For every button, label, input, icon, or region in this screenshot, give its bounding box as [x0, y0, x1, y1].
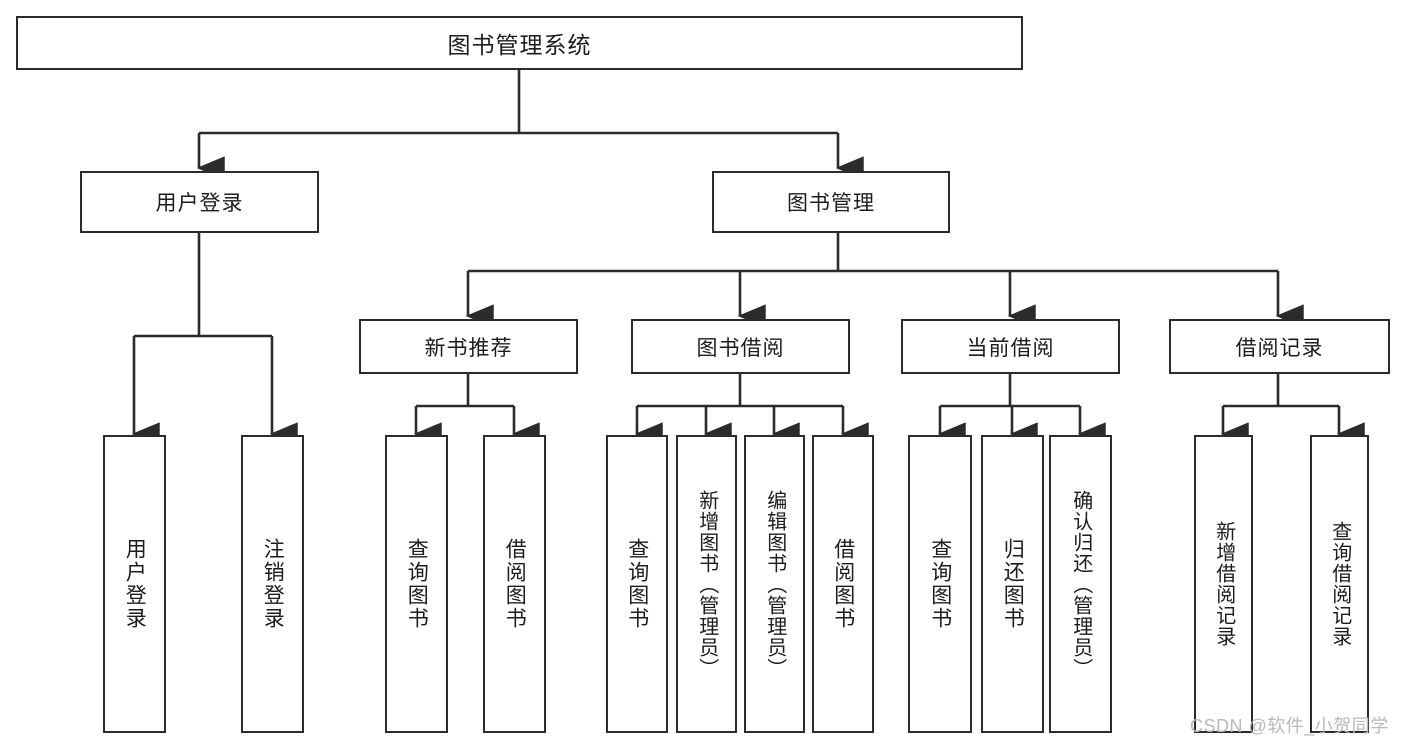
leaf-current-borrow-3[interactable]: 确认归还（管理员）	[1049, 435, 1112, 733]
node-user-login-label: 用户登录	[155, 192, 244, 215]
node-current-borrow-label: 当前借阅	[966, 336, 1055, 360]
leaf-new-book-recommend-1[interactable]: 查询图书	[385, 435, 448, 733]
node-borrow-record-label: 借阅记录	[1235, 336, 1324, 360]
leaf-label: 确认归还（管理员）	[1069, 489, 1092, 679]
leaf-borrow-record-2[interactable]: 查询借阅记录	[1310, 435, 1369, 733]
leaf-current-borrow-1[interactable]: 查询图书	[908, 435, 972, 733]
node-user-login[interactable]: 用户登录	[80, 171, 319, 233]
node-borrow-record[interactable]: 借阅记录	[1169, 319, 1390, 374]
node-book-borrow-label: 图书借阅	[696, 336, 785, 360]
leaf-label: 查询图书	[625, 538, 649, 630]
leaf-label: 新增图书（管理员）	[695, 489, 718, 679]
leaf-label: 新增借阅记录	[1212, 521, 1235, 647]
leaf-book-borrow-2[interactable]: 新增图书（管理员）	[676, 435, 737, 733]
leaf-label: 借阅图书	[831, 538, 855, 630]
leaf-book-borrow-3[interactable]: 编辑图书（管理员）	[744, 435, 805, 733]
leaf-label: 用户登录	[123, 538, 147, 630]
node-book-manage[interactable]: 图书管理	[712, 171, 950, 233]
node-book-borrow[interactable]: 图书借阅	[631, 319, 850, 374]
node-root[interactable]: 图书管理系统	[16, 16, 1023, 70]
leaf-user-login-1[interactable]: 用户登录	[103, 435, 166, 733]
leaf-current-borrow-2[interactable]: 归还图书	[981, 435, 1044, 733]
node-new-book-recommend[interactable]: 新书推荐	[359, 319, 578, 374]
node-root-label: 图书管理系统	[447, 32, 592, 58]
leaf-user-login-2[interactable]: 注销登录	[241, 435, 304, 733]
leaf-label: 归还图书	[1001, 538, 1025, 630]
leaf-label: 查询图书	[928, 538, 952, 630]
leaf-label: 编辑图书（管理员）	[763, 489, 786, 679]
node-current-borrow[interactable]: 当前借阅	[901, 319, 1120, 374]
leaf-label: 借阅图书	[503, 538, 527, 630]
leaf-label: 查询图书	[405, 538, 429, 630]
leaf-book-borrow-4[interactable]: 借阅图书	[812, 435, 874, 733]
leaf-new-book-recommend-2[interactable]: 借阅图书	[483, 435, 546, 733]
watermark: CSDN @软件_小贺同学	[1190, 716, 1389, 736]
leaf-label: 查询借阅记录	[1328, 521, 1351, 647]
leaf-borrow-record-1[interactable]: 新增借阅记录	[1194, 435, 1253, 733]
node-book-manage-label: 图书管理	[787, 192, 875, 215]
node-new-book-recommend-label: 新书推荐	[424, 336, 513, 360]
leaf-book-borrow-1[interactable]: 查询图书	[606, 435, 668, 733]
leaf-label: 注销登录	[261, 538, 285, 630]
